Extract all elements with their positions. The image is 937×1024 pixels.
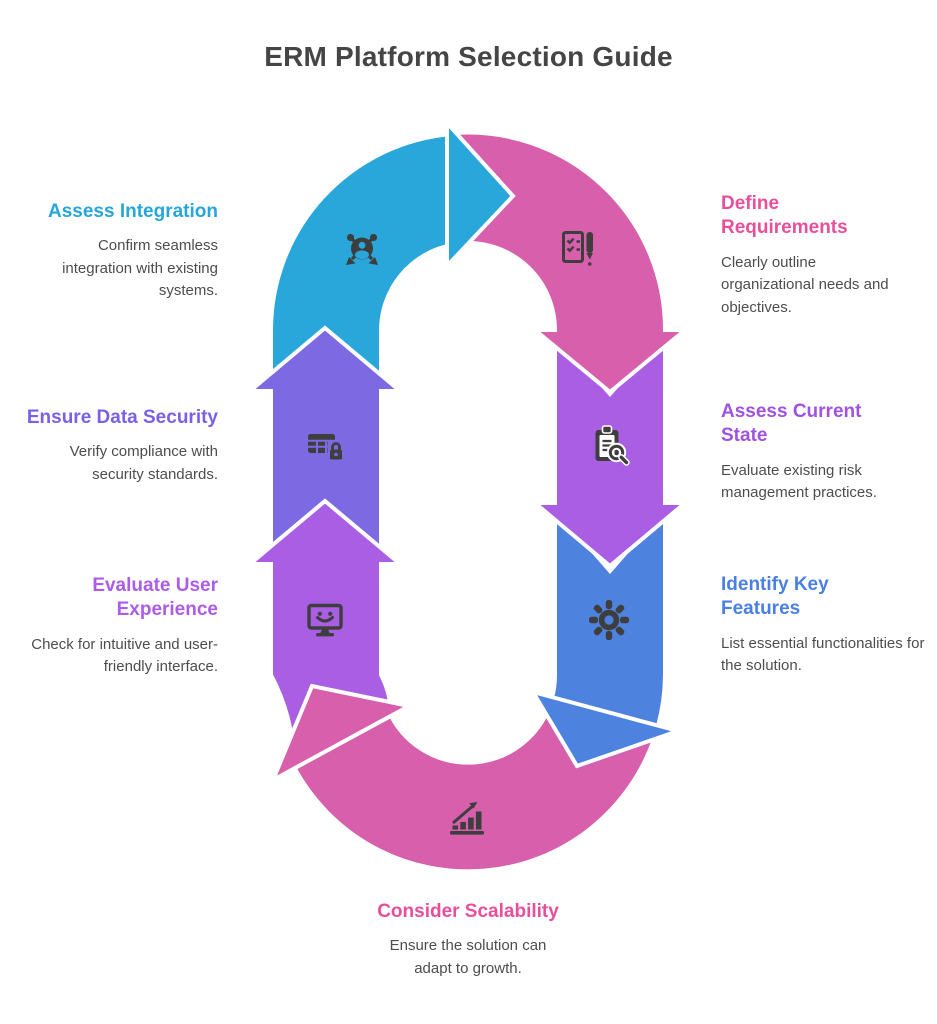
- step-identify-key-features: Identify Key Features List essential fun…: [721, 573, 937, 678]
- user-network-icon: [346, 233, 378, 265]
- step-assess-current-state: Assess Current State Evaluate existing r…: [721, 400, 937, 505]
- step-description-identify-key-features: List essential functionalities for the s…: [721, 634, 925, 675]
- step-consider-scalability: Consider Scalability Ensure the solution…: [318, 900, 618, 980]
- checklist-pen-icon: [562, 231, 593, 266]
- growth-chart-icon: [450, 802, 484, 835]
- step-title-evaluate-user-experience: Evaluate User Experience: [92, 575, 218, 621]
- step-title-assess-integration: Assess Integration: [48, 201, 218, 222]
- step-assess-integration: Assess Integration Confirm seamless inte…: [0, 200, 218, 303]
- step-title-assess-current-state: Assess Current State: [721, 401, 862, 447]
- step-title-consider-scalability: Consider Scalability: [377, 901, 559, 922]
- clipboard-search-icon: [595, 425, 630, 466]
- gear-icon: [589, 600, 629, 640]
- step-description-define-requirements: Clearly outline organizational needs and…: [721, 253, 889, 316]
- arrow-assess-integration-body: [269, 131, 454, 398]
- step-evaluate-user-experience: Evaluate User Experience Check for intui…: [0, 574, 218, 679]
- step-description-ensure-data-security: Verify compliance with security standard…: [69, 443, 218, 483]
- step-description-assess-current-state: Evaluate existing risk management practi…: [721, 461, 877, 502]
- arrow-identify-key-features-head: [528, 688, 685, 769]
- monitor-smiley-icon: [307, 603, 343, 637]
- step-description-consider-scalability: Ensure the solution can adapt to growth.: [389, 937, 547, 977]
- step-ensure-data-security: Ensure Data Security Verify compliance w…: [0, 406, 218, 486]
- step-title-define-requirements: Define Requirements: [721, 193, 848, 239]
- page-title: ERM Platform Selection Guide: [264, 41, 673, 72]
- step-define-requirements: Define Requirements Clearly outline orga…: [721, 192, 937, 319]
- arrow-assess-integration-head: [445, 117, 516, 272]
- step-description-evaluate-user-experience: Check for intuitive and user-friendly in…: [31, 635, 218, 676]
- step-title-ensure-data-security: Ensure Data Security: [26, 407, 218, 428]
- step-title-identify-key-features: Identify Key Features: [721, 574, 829, 620]
- step-description-assess-integration: Confirm seamless integration with existi…: [62, 237, 218, 300]
- arrow-consider-scalability-head: [268, 683, 415, 785]
- table-lock-icon: [308, 434, 345, 461]
